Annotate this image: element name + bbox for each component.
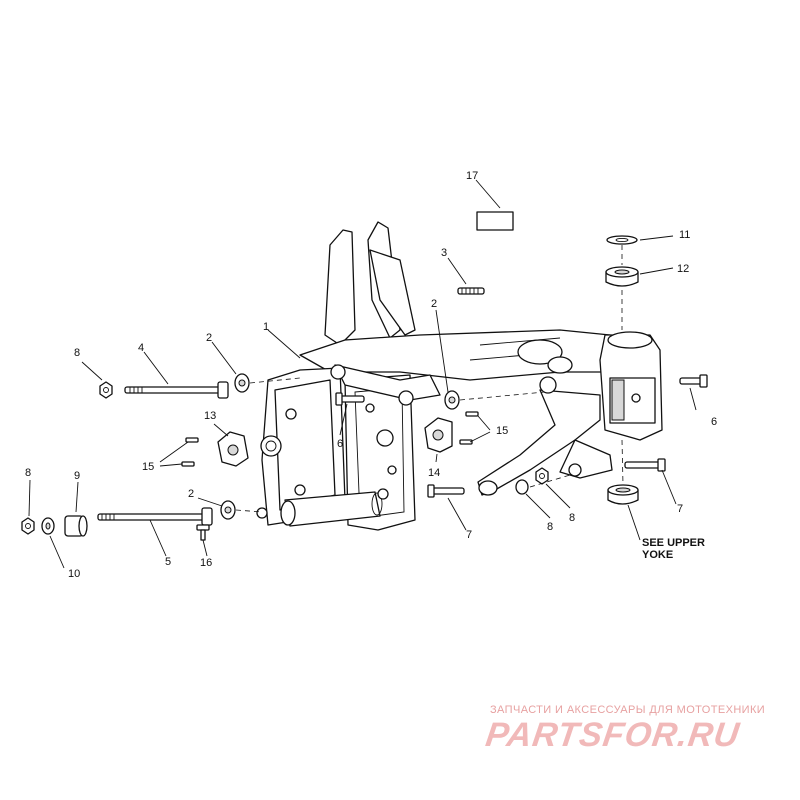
- callout-14: 14: [428, 467, 440, 479]
- callout-8-c: 8: [547, 521, 553, 533]
- part-13-bracket: [217, 431, 249, 467]
- part-7-bolt-left: [427, 484, 465, 498]
- part-11-washer: [606, 235, 638, 245]
- part-7-bolt-right: [624, 458, 666, 472]
- part-6-bolt-left: [335, 392, 365, 406]
- part-8-nut-c: [515, 479, 529, 495]
- part-16-bolt: [196, 524, 210, 541]
- callout-6-left: 6: [337, 438, 343, 450]
- callout-1: 1: [263, 321, 269, 333]
- callout-15-left: 15: [142, 461, 154, 473]
- frame-assembly: [256, 221, 663, 531]
- callout-2-lower: 2: [188, 488, 194, 500]
- callout-16: 16: [200, 557, 212, 569]
- part-12-bearing: [605, 266, 639, 287]
- watermark-logo: PARTSFOR.RU: [483, 716, 743, 754]
- callout-7-left: 7: [466, 529, 472, 541]
- leader-lines: [28, 179, 697, 569]
- callout-8-b: 8: [25, 467, 31, 479]
- part-15-screws-left: [181, 437, 199, 467]
- callout-2-right: 2: [431, 298, 437, 310]
- part-17-label-plate: [476, 211, 514, 231]
- callouts: 17 11 12 3 2 1 2 4 8 13 15 15 14 6 6 7 7…: [25, 170, 717, 580]
- part-9-bushing: [64, 515, 88, 537]
- callout-6-right: 6: [711, 416, 717, 428]
- part-2-spacer-upper: [234, 373, 250, 393]
- part-6-bolt-right: [679, 374, 708, 388]
- part-2-spacer-lower: [220, 500, 236, 520]
- callout-3: 3: [441, 247, 447, 259]
- note-see-upper-yoke-line2: YOKE: [642, 549, 673, 561]
- lower-bearing: [607, 484, 639, 505]
- callout-8-d: 8: [569, 512, 575, 524]
- part-5-long-bolt: [97, 507, 213, 526]
- part-8-nut-a: [99, 381, 113, 399]
- alignment-lines: [235, 245, 624, 513]
- part-15-screws-right: [459, 411, 479, 445]
- part-14-bracket: [424, 417, 453, 453]
- callout-8-a: 8: [74, 347, 80, 359]
- part-3-stud: [457, 287, 485, 295]
- part-8-nut-b: [21, 517, 35, 535]
- callout-13: 13: [204, 410, 216, 422]
- watermark-tagline: ЗАПЧАСТИ И АКСЕССУАРЫ ДЛЯ МОТОТЕХНИКИ: [490, 704, 766, 716]
- callout-17: 17: [466, 170, 478, 182]
- part-10-washer: [41, 517, 55, 535]
- part-4-long-bolt: [124, 381, 229, 399]
- callout-12: 12: [677, 263, 689, 275]
- callout-9: 9: [74, 470, 80, 482]
- callout-4: 4: [138, 342, 144, 354]
- part-2-spacer-right: [444, 390, 460, 410]
- callout-11: 11: [679, 229, 690, 241]
- callout-15-right: 15: [496, 425, 508, 437]
- note-see-upper-yoke-line1: SEE UPPER: [642, 537, 705, 549]
- callout-10: 10: [68, 568, 80, 580]
- callout-7-right: 7: [677, 503, 683, 515]
- part-8-nut-d: [535, 467, 549, 485]
- callout-5: 5: [165, 556, 171, 568]
- callout-2-upper: 2: [206, 332, 212, 344]
